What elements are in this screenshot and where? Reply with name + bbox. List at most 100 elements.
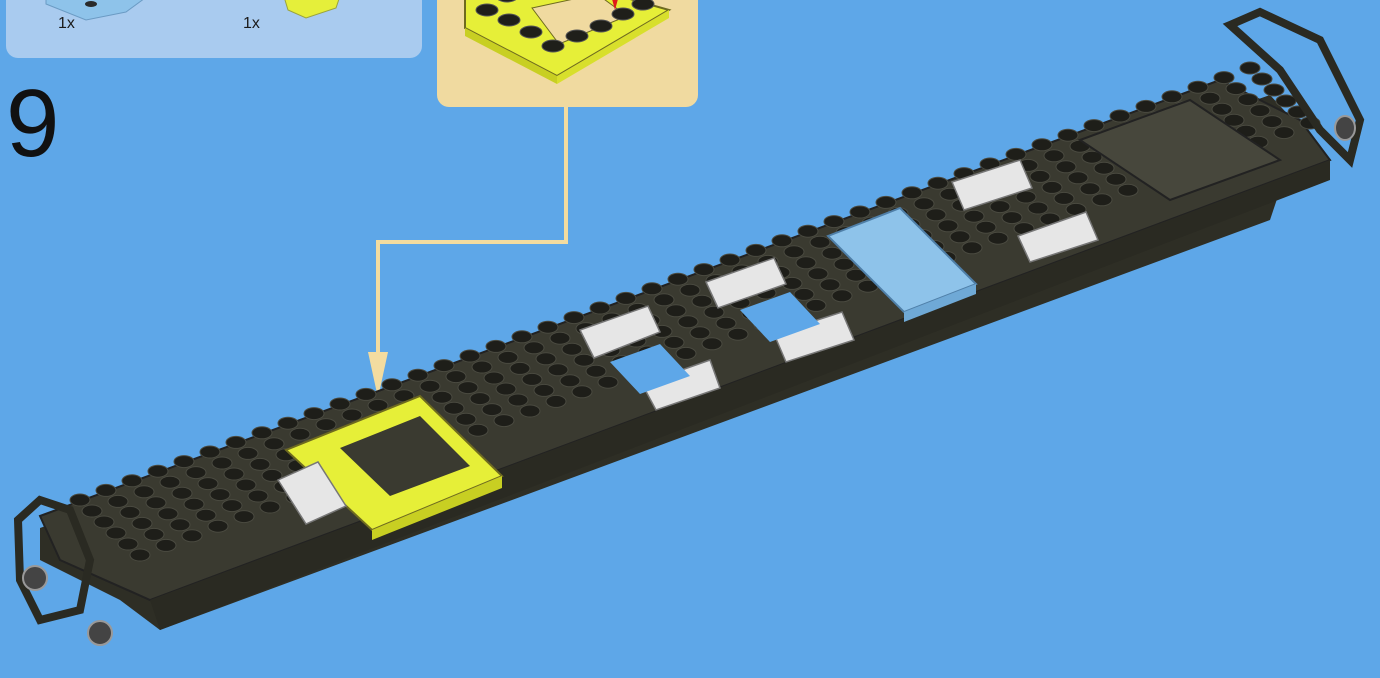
stud [824, 216, 844, 228]
stud [1092, 194, 1112, 206]
stud [184, 498, 204, 510]
stud [560, 375, 580, 387]
stud [222, 500, 242, 512]
stud [468, 424, 488, 436]
stud [1094, 162, 1114, 174]
stud [590, 302, 610, 314]
stud [70, 494, 90, 506]
stud [200, 446, 220, 458]
stud [964, 210, 984, 222]
stud [522, 373, 542, 385]
stud [654, 294, 674, 306]
stud [1276, 95, 1296, 107]
stud [186, 467, 206, 479]
stud [278, 417, 298, 429]
stud [510, 362, 530, 374]
stud [432, 391, 452, 403]
stud [1240, 62, 1260, 74]
stud [420, 380, 440, 392]
stud [444, 402, 464, 414]
stud [524, 342, 544, 354]
stud [224, 468, 244, 480]
stud [538, 321, 558, 333]
stud [1030, 170, 1050, 182]
stud [434, 360, 454, 372]
stud [702, 338, 722, 350]
stud [572, 386, 592, 398]
stud [746, 244, 766, 256]
stud [342, 409, 362, 421]
stud [446, 371, 466, 383]
stud [564, 312, 584, 324]
stud [106, 527, 126, 539]
stud [962, 242, 982, 254]
stud [120, 506, 140, 518]
stud [548, 364, 568, 376]
stud [668, 273, 688, 285]
stud [264, 438, 284, 450]
stud [172, 487, 192, 499]
stud [1252, 73, 1272, 85]
stud [132, 517, 152, 529]
stud [196, 509, 216, 521]
stud [248, 490, 268, 502]
stud [808, 268, 828, 280]
stud [1068, 172, 1088, 184]
stud [928, 177, 948, 189]
stud [1274, 127, 1294, 139]
stud [810, 236, 830, 248]
stud [850, 206, 870, 218]
stud [794, 288, 814, 300]
stud [1212, 103, 1232, 115]
stud [988, 232, 1008, 244]
stud [212, 457, 232, 469]
stud [1080, 183, 1100, 195]
stud [158, 508, 178, 520]
stud [1044, 150, 1064, 162]
stud [210, 489, 230, 501]
stud [460, 350, 480, 362]
stud [664, 336, 684, 348]
stud [198, 478, 218, 490]
stud [950, 231, 970, 243]
stud [1118, 184, 1138, 196]
stud [174, 456, 194, 468]
stud [1028, 202, 1048, 214]
stud [146, 497, 166, 509]
stud [796, 257, 816, 269]
callout-connector-line [378, 107, 566, 360]
stud [798, 225, 818, 237]
stud [694, 264, 714, 276]
stud [616, 292, 636, 304]
stud [902, 187, 922, 199]
stud [356, 388, 376, 400]
stud [130, 549, 150, 561]
stud [574, 354, 594, 366]
stud [832, 290, 852, 302]
stud [482, 404, 502, 416]
stud [772, 235, 792, 247]
stud [822, 247, 842, 259]
stud [94, 516, 114, 528]
stud [876, 196, 896, 208]
stud [598, 376, 618, 388]
stud [1056, 161, 1076, 173]
stud [806, 299, 826, 311]
stud [96, 484, 116, 496]
stud [156, 539, 176, 551]
stud [728, 328, 748, 340]
stud [586, 365, 606, 377]
stud [990, 201, 1010, 213]
stud [304, 408, 324, 420]
stud [144, 528, 164, 540]
stud [134, 486, 154, 498]
stud [498, 351, 518, 363]
stud [118, 538, 138, 550]
stud [148, 465, 168, 477]
stud [562, 343, 582, 355]
stud [536, 353, 556, 365]
stud [316, 419, 336, 431]
stud [508, 394, 528, 406]
stud [938, 220, 958, 232]
